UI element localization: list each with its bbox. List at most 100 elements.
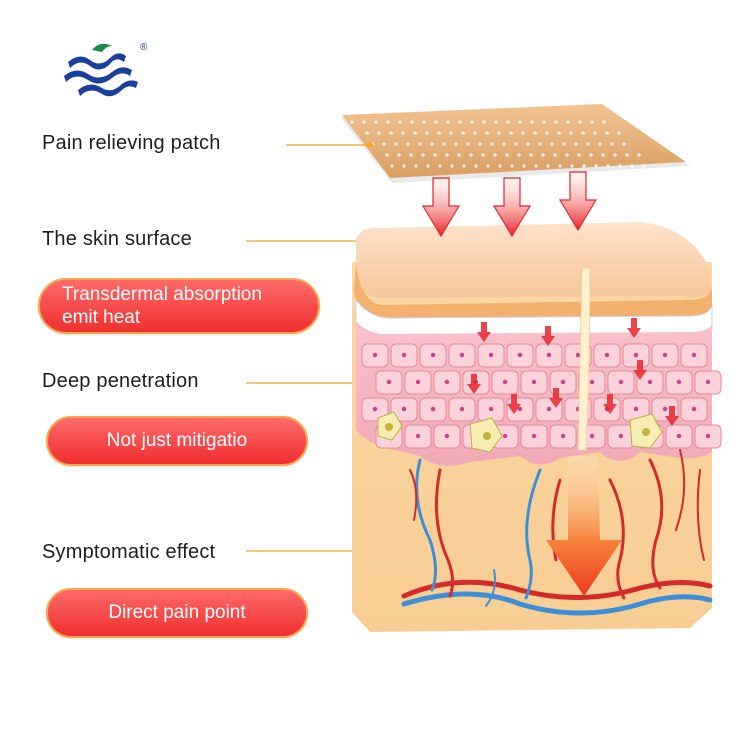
patch-perforation <box>637 153 641 157</box>
heat-arrow-small <box>477 322 491 342</box>
patch-perforation <box>401 131 405 135</box>
patch-perforation <box>350 120 354 124</box>
patch-perforation <box>505 153 509 157</box>
patch-perforation <box>446 120 450 124</box>
pain-relief-patch <box>340 104 690 183</box>
skin-cell-nucleus <box>531 379 537 385</box>
patch-perforation <box>578 120 582 124</box>
patch-perforation <box>385 153 389 157</box>
patch-perforation <box>569 131 573 135</box>
patch-perforation <box>413 131 417 135</box>
logo-wave-3 <box>78 80 138 97</box>
patch-perforation <box>473 131 477 135</box>
patch-perforation <box>582 164 586 168</box>
patch-perforation <box>554 120 558 124</box>
leader-dot-patch <box>367 142 373 148</box>
skin-cell-nucleus <box>676 433 682 439</box>
heat-arrow <box>421 177 461 238</box>
patch-perforation <box>557 131 561 135</box>
skin-cell-nucleus <box>691 352 697 358</box>
patch-perforation <box>394 142 398 146</box>
heat-arrow <box>492 177 532 238</box>
patch-perforation <box>426 164 430 168</box>
patch-perforation <box>418 142 422 146</box>
label-deep-penetration: Deep penetration <box>42 370 199 392</box>
skin-cell-nucleus <box>589 433 595 439</box>
pill-transdermal-absorption: Transdermal absorption emit heat <box>38 278 320 334</box>
patch-perforation <box>602 120 606 124</box>
logo-wave-1 <box>68 53 126 70</box>
patch-perforation <box>498 164 502 168</box>
skin-cell-nucleus <box>531 433 537 439</box>
pill-not-just-mitigatio: Not just mitigatio <box>46 416 308 466</box>
patch-perforation <box>577 153 581 157</box>
patch-perforation <box>457 153 461 157</box>
patch-perforation <box>510 164 514 168</box>
logo-wave-2 <box>64 67 132 84</box>
skin-cell-nucleus <box>372 352 378 358</box>
patch-perforation <box>534 164 538 168</box>
patch-perforation <box>601 153 605 157</box>
patch-perforation <box>610 142 614 146</box>
patch-perforation <box>526 142 530 146</box>
skin-cell-nucleus <box>488 406 494 412</box>
patch-perforation <box>377 131 381 135</box>
patch-perforation <box>422 120 426 124</box>
patch-perforation <box>581 131 585 135</box>
heat-arrow-small <box>665 406 679 426</box>
skin-cell-nucleus <box>444 433 450 439</box>
patch-perforation <box>485 131 489 135</box>
patch-perforation <box>586 142 590 146</box>
patch-perforation <box>541 153 545 157</box>
patch-perforation <box>362 120 366 124</box>
patch-perforation <box>521 131 525 135</box>
patch-perforation <box>617 131 621 135</box>
skin-cell-nucleus <box>647 379 653 385</box>
patch-perforation <box>434 120 438 124</box>
patch-perforation <box>406 142 410 146</box>
patch-perforation <box>466 142 470 146</box>
patch-perforation <box>594 164 598 168</box>
pill-not-just-mitigatio-text: Not just mitigatio <box>106 430 248 451</box>
patch-perforation <box>529 153 533 157</box>
patch-perforation <box>474 164 478 168</box>
heat-arrows-small <box>467 318 679 426</box>
patch-perforation <box>438 164 442 168</box>
patch-perforation <box>566 120 570 124</box>
patch-perforation <box>497 131 501 135</box>
heat-arrow-small <box>549 388 563 408</box>
patch-perforation <box>386 120 390 124</box>
skin-cell-nucleus <box>633 406 639 412</box>
patch-perforation <box>458 120 462 124</box>
skin-cell-nucleus <box>618 379 624 385</box>
patch-perforation <box>605 131 609 135</box>
heat-arrow-small <box>507 394 521 414</box>
patch-perforation <box>493 153 497 157</box>
skin-cell-nucleus <box>415 433 421 439</box>
heat-arrow-small <box>633 360 647 380</box>
skin-cell-nucleus <box>691 406 697 412</box>
hair-shaft <box>577 267 591 451</box>
patch-perforation <box>382 142 386 146</box>
patch-perforation <box>530 120 534 124</box>
patch-perforation <box>482 120 486 124</box>
skin-cell-nucleus <box>430 406 436 412</box>
skin-cell-nucleus <box>560 379 566 385</box>
skin-cell-nucleus <box>705 379 711 385</box>
patch-perforation <box>365 131 369 135</box>
patch-perforation <box>478 142 482 146</box>
heat-arrow-small <box>467 374 481 394</box>
skin-cell-nucleus <box>386 379 392 385</box>
patch-perforation <box>509 131 513 135</box>
pill-transdermal-absorption-text: Transdermal absorption emit heat <box>62 284 262 328</box>
patch-perforation <box>490 142 494 146</box>
patch-perforation <box>517 153 521 157</box>
patch-perforation <box>538 142 542 146</box>
skin-cell-nucleus <box>459 352 465 358</box>
skin-cell-nucleus <box>589 379 595 385</box>
patch-perforation <box>622 142 626 146</box>
skin-cell-nucleus <box>401 406 407 412</box>
heat-arrow-small <box>541 326 555 346</box>
patch-perforation <box>461 131 465 135</box>
patch-perforation <box>502 142 506 146</box>
